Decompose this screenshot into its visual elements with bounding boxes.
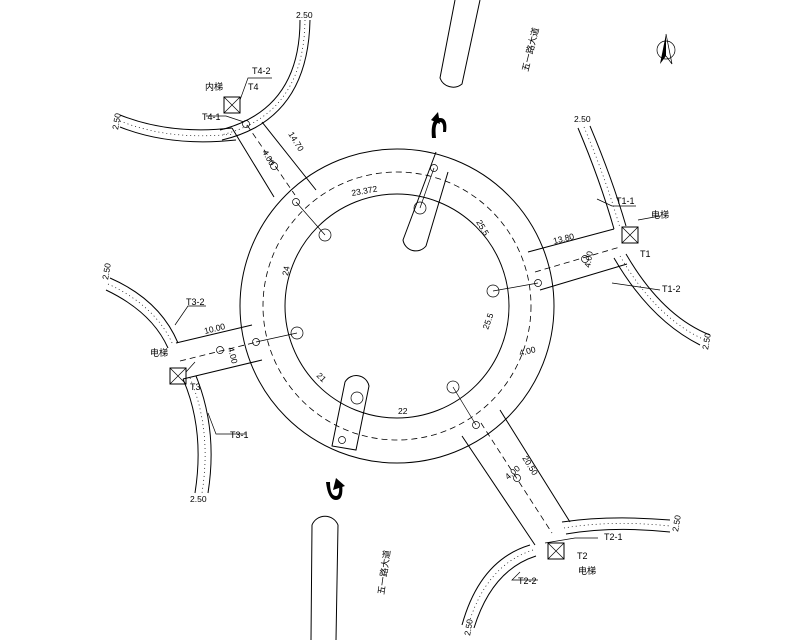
road-median-inner-top xyxy=(402,151,449,252)
dim-stair-east: 2.50 xyxy=(700,332,713,350)
stair-east-bottom xyxy=(613,253,711,346)
dim-stair-south: 2.50 xyxy=(462,618,475,636)
stair-south xyxy=(461,544,537,629)
label-t3: T3 xyxy=(190,382,201,392)
dim-bridge-width: 4.00 xyxy=(518,344,537,358)
label-t1: T1 xyxy=(640,249,651,259)
elevator-t1 xyxy=(621,226,639,244)
dim-t1-length: 13.80 xyxy=(552,231,575,246)
dim-t1-width: 4.00 xyxy=(582,250,595,268)
arm-northwest xyxy=(231,120,317,198)
stair-southeast xyxy=(561,517,671,535)
arm-southeast xyxy=(461,409,571,546)
label-t3-2: T3-2 xyxy=(186,297,205,307)
stair-west-top xyxy=(105,277,179,349)
road-median-north xyxy=(439,0,481,88)
dim-t2-length: 20.50 xyxy=(520,454,540,478)
label-t4-1: T4-1 xyxy=(202,112,221,122)
dim-t2-width: 4.00 xyxy=(503,463,522,481)
label-elevator-3: 电梯 xyxy=(150,347,168,358)
label-t4-2: T4-2 xyxy=(252,66,271,76)
dim-t4-length: 14.70 xyxy=(286,130,306,154)
arm-west xyxy=(175,324,263,380)
stair-north xyxy=(219,19,311,141)
elevator-t3 xyxy=(169,367,187,385)
elevator-t4 xyxy=(223,96,241,114)
label-t2: T2 xyxy=(577,551,588,561)
stair-west-bottom xyxy=(182,375,212,494)
dim-stair-north: 2.50 xyxy=(296,10,313,20)
stair-northwest xyxy=(119,114,237,143)
label-t4: T4 xyxy=(248,82,259,92)
stair-east-top xyxy=(577,125,627,230)
label-elevator-1: 电梯 xyxy=(651,209,669,220)
label-elevator-4: 内梯 xyxy=(205,81,223,92)
dim-stair-northeast: 2.50 xyxy=(574,114,591,124)
leader-lines xyxy=(174,77,661,581)
dim-ring-left: 24 xyxy=(280,265,292,276)
label-t2-1: T2-1 xyxy=(604,532,623,542)
road-median-inner-bottom xyxy=(331,375,370,451)
dim-stair-west: 2.50 xyxy=(100,262,113,280)
dim-stair-southeast: 2.50 xyxy=(670,514,683,532)
u-turn-arrow-south-icon xyxy=(326,478,345,500)
dim-stair-northwest: 2.50 xyxy=(110,112,123,130)
columns xyxy=(252,164,542,444)
label-t3-1: T3-1 xyxy=(230,430,249,440)
road-median-south xyxy=(310,515,339,640)
label-elevator-2: 电梯 xyxy=(578,565,596,576)
dim-t3-width: 4.00 xyxy=(226,346,240,365)
elevator-t2 xyxy=(547,542,565,560)
dim-t4-width: 4.00 xyxy=(260,148,277,168)
label-road-northeast: 五一路大道 xyxy=(519,26,541,72)
dim-ring-top: 23.372 xyxy=(351,184,379,198)
north-arrow-icon xyxy=(656,33,676,65)
dim-stair-southwest: 2.50 xyxy=(190,494,207,504)
label-t1-2: T1-2 xyxy=(662,284,681,294)
label-road-southwest: 五一路大道 xyxy=(375,549,392,595)
u-turn-arrow-north-icon xyxy=(431,112,447,138)
ring-bridge xyxy=(239,148,555,464)
label-t1-1: T1-1 xyxy=(616,196,635,206)
label-t2-2: T2-2 xyxy=(518,576,537,586)
dim-ring-bottom-left: 21 xyxy=(315,370,329,384)
dim-ring-right-bottom: 25.5 xyxy=(480,311,495,330)
dim-ring-bottom: 22 xyxy=(398,406,408,416)
arm-east xyxy=(527,228,628,291)
